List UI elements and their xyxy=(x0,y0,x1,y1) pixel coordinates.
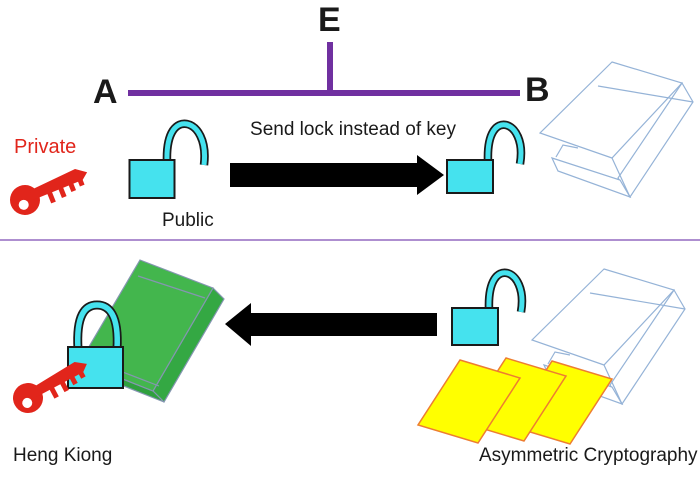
section-divider xyxy=(0,239,700,241)
public-lock-label: Public xyxy=(162,210,214,231)
received-padlock-open-icon xyxy=(446,120,526,194)
party-a-label: A xyxy=(93,73,118,111)
eavesdropper-e-label: E xyxy=(318,1,341,39)
public-padlock-open-icon xyxy=(128,119,209,199)
channel-lines xyxy=(128,42,520,96)
private-key-label: Private xyxy=(14,136,77,158)
recipient-label: Heng Kiong xyxy=(13,445,113,466)
locked-padlock-icon xyxy=(67,300,124,389)
diagram-title: Asymmetric Cryptography xyxy=(479,445,698,466)
party-b-label: B xyxy=(525,71,550,109)
arrow-caption: Send lock instead of key xyxy=(250,119,456,140)
private-key-icon xyxy=(5,160,94,220)
arrow-left-icon xyxy=(225,303,437,346)
arrow-right-icon xyxy=(230,155,444,195)
envelope-top-icon xyxy=(539,61,694,198)
sender-padlock-open-icon xyxy=(451,268,527,346)
papers-icon xyxy=(417,357,613,445)
